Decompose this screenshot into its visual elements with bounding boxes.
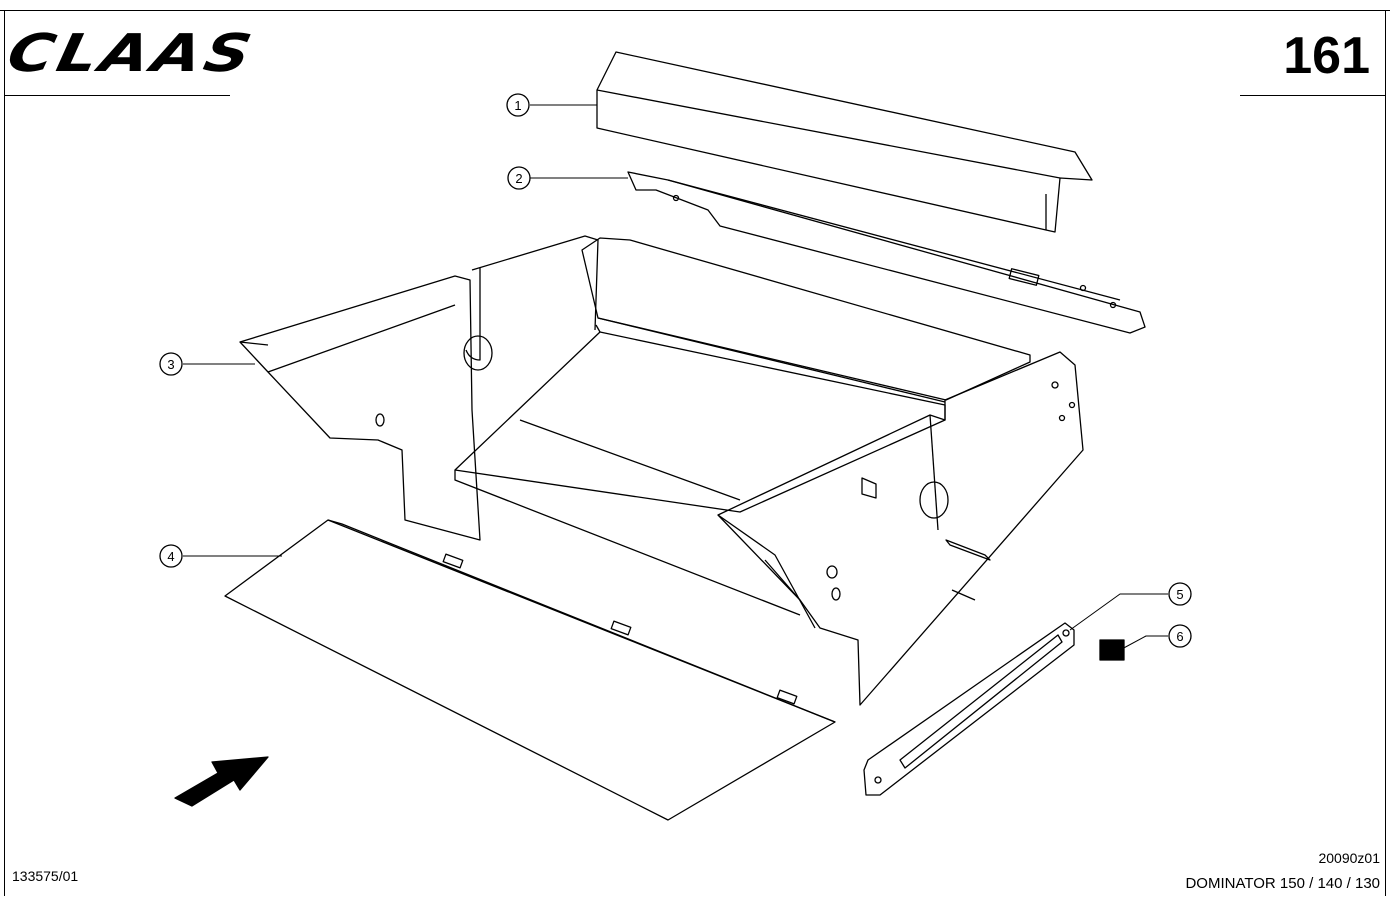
callout-leaders: [183, 104, 1168, 651]
svg-text:6: 6: [1176, 629, 1183, 644]
part-4-plate: [224, 519, 836, 821]
svg-text:5: 5: [1176, 587, 1183, 602]
callout-2: 2: [507, 166, 531, 190]
part-2-strip: [627, 171, 1146, 334]
reference-code: 20090z01: [1318, 850, 1380, 866]
svg-text:3: 3: [167, 357, 174, 372]
part-6-bolt: [1099, 639, 1125, 661]
frame-top-line: [0, 10, 1390, 11]
part-1-cover: [596, 51, 1093, 233]
frame-left-line: [4, 10, 5, 896]
callout-1: 1: [506, 93, 530, 117]
direction-arrow: [174, 756, 269, 807]
callout-3: 3: [159, 352, 183, 376]
page-number: 161: [1283, 27, 1370, 85]
callout-5: 5: [1168, 582, 1192, 606]
callout-4: 4: [159, 544, 183, 568]
page-number-underline: [1240, 95, 1386, 96]
callout-6: 6: [1168, 624, 1192, 648]
part-5-slotted-bar: [863, 622, 1075, 796]
brand-underline: [4, 95, 230, 96]
svg-text:2: 2: [515, 171, 522, 186]
drawing-number: 133575/01: [12, 868, 79, 884]
part-3-hopper: [239, 235, 1084, 706]
model-label: DOMINATOR 150 / 140 / 130: [1185, 875, 1380, 892]
svg-text:1: 1: [514, 98, 521, 113]
svg-text:4: 4: [167, 549, 174, 564]
frame-right-line: [1385, 10, 1386, 896]
